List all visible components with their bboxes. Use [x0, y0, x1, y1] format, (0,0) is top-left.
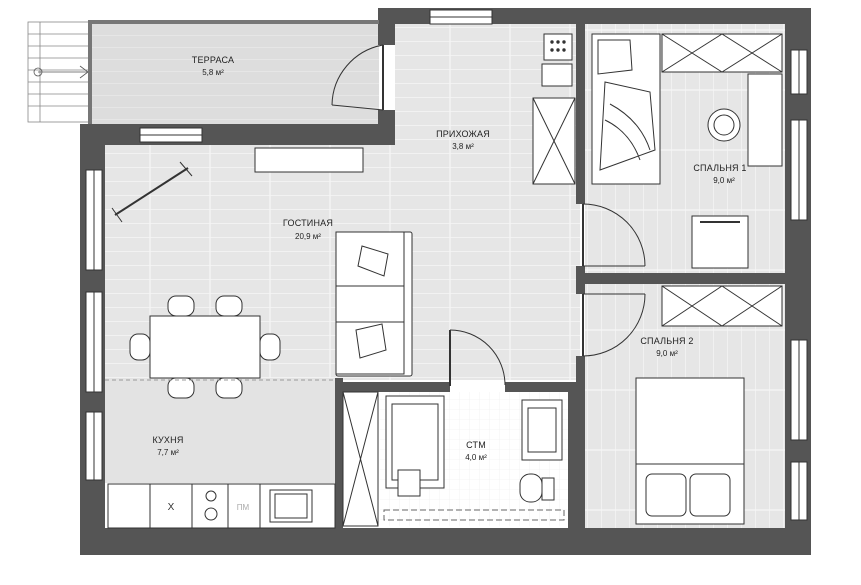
terrace-floor	[92, 24, 379, 124]
washer	[397, 469, 421, 497]
room-area-terrace: 5,8 м²	[202, 68, 224, 77]
bedroom1-furniture	[591, 33, 783, 269]
wardrobe-2	[661, 285, 783, 327]
pillow	[689, 473, 731, 517]
bedroom2-furniture	[635, 285, 783, 525]
room-area-bath: 4,0 м²	[465, 453, 487, 462]
room-name-living: ГОСТИНАЯ	[283, 218, 333, 228]
clothes-rack	[691, 215, 749, 269]
room-area-bedroom2: 9,0 м²	[656, 349, 678, 358]
dining-table	[149, 315, 261, 379]
sofa	[335, 231, 413, 377]
doors	[331, 44, 646, 386]
room-area-living: 20,9 м²	[295, 232, 321, 241]
wardrobe-1	[661, 33, 783, 73]
room-name-terrace: ТЕРРАСА	[192, 55, 234, 65]
hob-burner	[204, 507, 218, 521]
hall-bench	[541, 63, 573, 87]
room-name-bath: СТМ	[466, 440, 486, 450]
terrace-stairs	[27, 21, 91, 123]
kitchen-counter	[107, 483, 336, 529]
room-name-bedroom1: СПАЛЬНЯ 1	[693, 163, 746, 173]
room-name-hall: ПРИХОЖАЯ	[436, 129, 490, 139]
toilet	[519, 473, 543, 503]
bathroom-fixtures	[383, 395, 565, 521]
desk	[747, 73, 783, 167]
room-name-kitchen: КУХНЯ	[152, 435, 183, 445]
pillow	[645, 473, 687, 517]
room-area-kitchen: 7,7 м²	[157, 448, 179, 457]
closet-by-bath	[342, 391, 379, 527]
dining-set	[129, 295, 281, 399]
hob-burner	[205, 490, 217, 502]
room-name-bedroom2: СПАЛЬНЯ 2	[640, 336, 693, 346]
sink-mark: X	[168, 502, 175, 513]
walls	[80, 8, 811, 555]
room-labels: ТЕРРАСА 5,8 м² ПРИХОЖАЯ 3,8 м² ГОСТИНАЯ …	[152, 55, 746, 462]
shoe-rack	[543, 33, 573, 61]
room-area-hall: 3,8 м²	[452, 142, 474, 151]
dishwasher-label: ПМ	[237, 503, 250, 512]
room-area-bedroom1: 9,0 м²	[713, 176, 735, 185]
console-shelf	[254, 147, 364, 173]
hall-furniture	[111, 33, 576, 223]
windows	[85, 9, 808, 521]
